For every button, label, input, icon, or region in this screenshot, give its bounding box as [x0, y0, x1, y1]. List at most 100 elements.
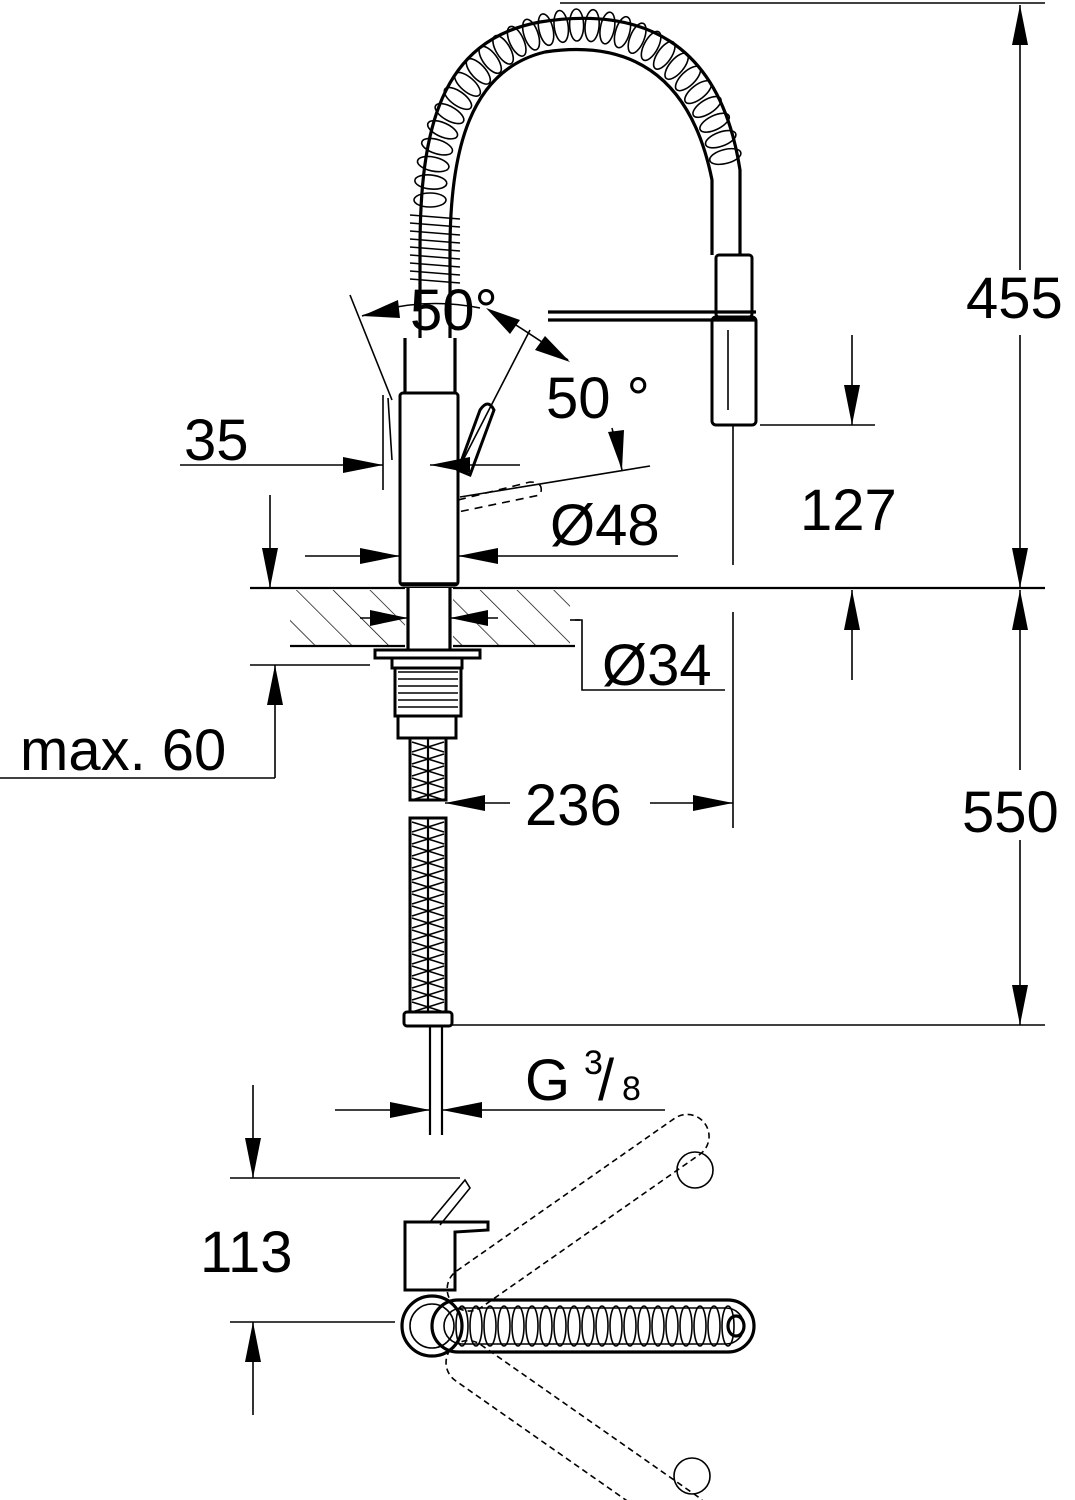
label-127: 127 — [800, 478, 897, 543]
spring-coil — [692, 95, 722, 119]
spring-coil — [640, 30, 662, 62]
top-spring-coil — [497, 1305, 511, 1347]
top-spring-coil — [483, 1305, 497, 1347]
label-236: 236 — [525, 773, 622, 838]
top-spring-coil — [525, 1305, 539, 1347]
spring-coil — [416, 155, 450, 173]
spring-coil — [426, 119, 459, 140]
label-550: 550 — [962, 780, 1059, 845]
braid-line — [411, 965, 445, 977]
braid-line — [411, 777, 445, 789]
label-angle-top: 50° — [410, 278, 498, 343]
braid-line — [411, 977, 445, 989]
spring-coil — [683, 79, 713, 105]
spring-hose — [409, 8, 742, 338]
braid-line — [411, 917, 445, 929]
top-spring-coil — [595, 1305, 609, 1347]
dimension-arrows — [245, 5, 1028, 1362]
spring-coil — [506, 25, 527, 57]
fixing-assembly — [373, 648, 482, 740]
top-spring-coil — [707, 1305, 721, 1347]
spring-coil — [413, 192, 447, 208]
braid-line — [411, 905, 445, 917]
spring-coil — [704, 129, 737, 149]
spring-coil-straight — [409, 254, 461, 260]
top-spring-coil — [539, 1305, 553, 1347]
top-spring-coil — [637, 1305, 651, 1347]
braid-line — [411, 989, 445, 1001]
braid-line — [411, 765, 445, 777]
label-diameter-34: Ø34 — [602, 633, 712, 698]
spring-coil — [492, 34, 515, 65]
spring-coil-straight — [409, 222, 461, 228]
spring-coil-straight — [409, 230, 461, 236]
top-spring-coil — [511, 1305, 525, 1347]
top-spring-coil — [581, 1305, 595, 1347]
counter-section — [250, 586, 1045, 691]
spring-coil — [478, 45, 503, 75]
spring-coil-straight — [409, 278, 461, 284]
spring-coil — [599, 11, 616, 45]
dimension-lines — [0, 2, 1045, 1111]
spring-coil — [434, 102, 465, 125]
braid-line — [411, 881, 445, 893]
spring-coil — [708, 147, 742, 166]
top-spring-coil — [455, 1305, 469, 1347]
braid-line — [411, 789, 445, 801]
braid-line — [411, 845, 445, 857]
label-diameter-48: Ø48 — [550, 493, 660, 558]
spring-coil — [453, 71, 482, 97]
spring-coil — [414, 174, 448, 190]
label-113: 113 — [200, 1220, 292, 1285]
label-thread-g: G — [525, 1048, 570, 1113]
label-455: 455 — [966, 266, 1063, 331]
top-spring-coil — [609, 1305, 623, 1347]
braid-line — [411, 893, 445, 905]
label-thread-slash: / — [598, 1048, 615, 1113]
braid-line — [411, 869, 445, 881]
spring-coil-straight — [409, 270, 461, 276]
spring-coil — [652, 40, 676, 70]
top-spring-coil — [651, 1305, 665, 1347]
braid-line — [411, 1001, 445, 1013]
top-spring-coil — [665, 1305, 679, 1347]
spray-head — [548, 253, 758, 427]
spring-coil-straight — [409, 238, 461, 244]
spring-coil-straight — [409, 214, 461, 220]
spring-coil-straight — [409, 262, 461, 268]
spring-coil — [664, 52, 690, 81]
top-spring-coil — [693, 1305, 707, 1347]
faucet-body — [382, 338, 543, 587]
top-spring-coil — [679, 1305, 693, 1347]
label-thread-denominator: 8 — [622, 1070, 641, 1108]
label-max-60: max. 60 — [20, 718, 226, 783]
top-spring-coil — [623, 1305, 637, 1347]
braid-line — [411, 821, 445, 833]
braid-line — [411, 929, 445, 941]
spring-coil — [584, 8, 600, 43]
spring-coil — [699, 112, 731, 133]
spring-coil — [553, 9, 570, 44]
braid-line — [411, 741, 445, 753]
spring-coil — [537, 13, 555, 47]
braid-line — [411, 953, 445, 965]
top-spring-coil — [721, 1305, 735, 1347]
spring-coil — [613, 15, 632, 49]
label-35: 35 — [184, 408, 249, 473]
spring-coil — [443, 86, 473, 111]
spring-coil — [465, 57, 492, 85]
top-spring-coil — [567, 1305, 581, 1347]
dimension-labels: 455 550 127 50° 50 ° 35 Ø48 Ø34 max. 60 … — [20, 266, 1063, 1285]
braid-line — [411, 833, 445, 845]
spring-coil — [674, 65, 702, 92]
spring-coil — [521, 18, 541, 51]
spring-coil — [627, 22, 647, 55]
braid-line — [411, 753, 445, 765]
top-spring-coil — [469, 1305, 483, 1347]
spring-coil-straight — [409, 246, 461, 252]
braid-line — [411, 857, 445, 869]
spring-coil — [568, 8, 585, 42]
label-thread-numerator: 3 — [584, 1044, 603, 1082]
top-view — [230, 1085, 756, 1500]
